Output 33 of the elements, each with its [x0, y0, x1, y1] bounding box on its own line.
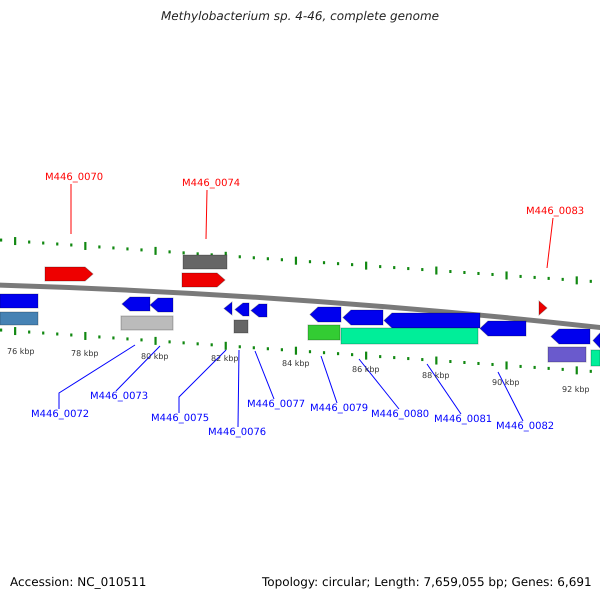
gene-label: M446_0074 [182, 178, 240, 190]
axis-label: 92 kbp [562, 384, 590, 396]
leader-line [358, 358, 400, 410]
gene-label: M446_0070 [45, 172, 104, 184]
axis-label: 90 kbp [492, 377, 520, 389]
gene-label: M446_0077 [247, 399, 306, 411]
gene-label: M446_0079 [310, 403, 368, 415]
gene-label: M446_0072 [31, 409, 90, 421]
leader-line [70, 184, 72, 234]
leader-line [254, 350, 274, 400]
axis-label: 78 kbp [71, 348, 99, 360]
gene-label: M446_0083 [526, 206, 584, 218]
gene-label: M446_0075 [151, 413, 210, 425]
genome-summary: Topology: circular; Length: 7,659,055 bp; Genes: 6,691 [262, 576, 592, 588]
axis-label: 88 kbp [422, 370, 450, 382]
leader-line [320, 356, 338, 404]
leader-line [206, 190, 208, 240]
axis-label: 76 kbp [7, 346, 35, 358]
gene-label: M446_0073 [90, 391, 148, 403]
leader-line [238, 350, 240, 428]
gene-label: M446_0076 [208, 427, 266, 439]
gene-label: M446_0080 [371, 409, 430, 421]
leader-line [178, 350, 226, 414]
axis-label: 84 kbp [282, 358, 310, 370]
gene-label: M446_0081 [434, 414, 492, 426]
gene-label: M446_0082 [496, 421, 554, 433]
leader-line [58, 344, 136, 410]
accession-text: Accession: NC_010511 [10, 576, 146, 588]
leader-line [116, 346, 160, 392]
title: Methylobacterium sp. 4-46, complete genome [160, 10, 440, 22]
leader-line [498, 372, 524, 422]
leader-line [546, 218, 554, 268]
leader-line [426, 364, 462, 414]
